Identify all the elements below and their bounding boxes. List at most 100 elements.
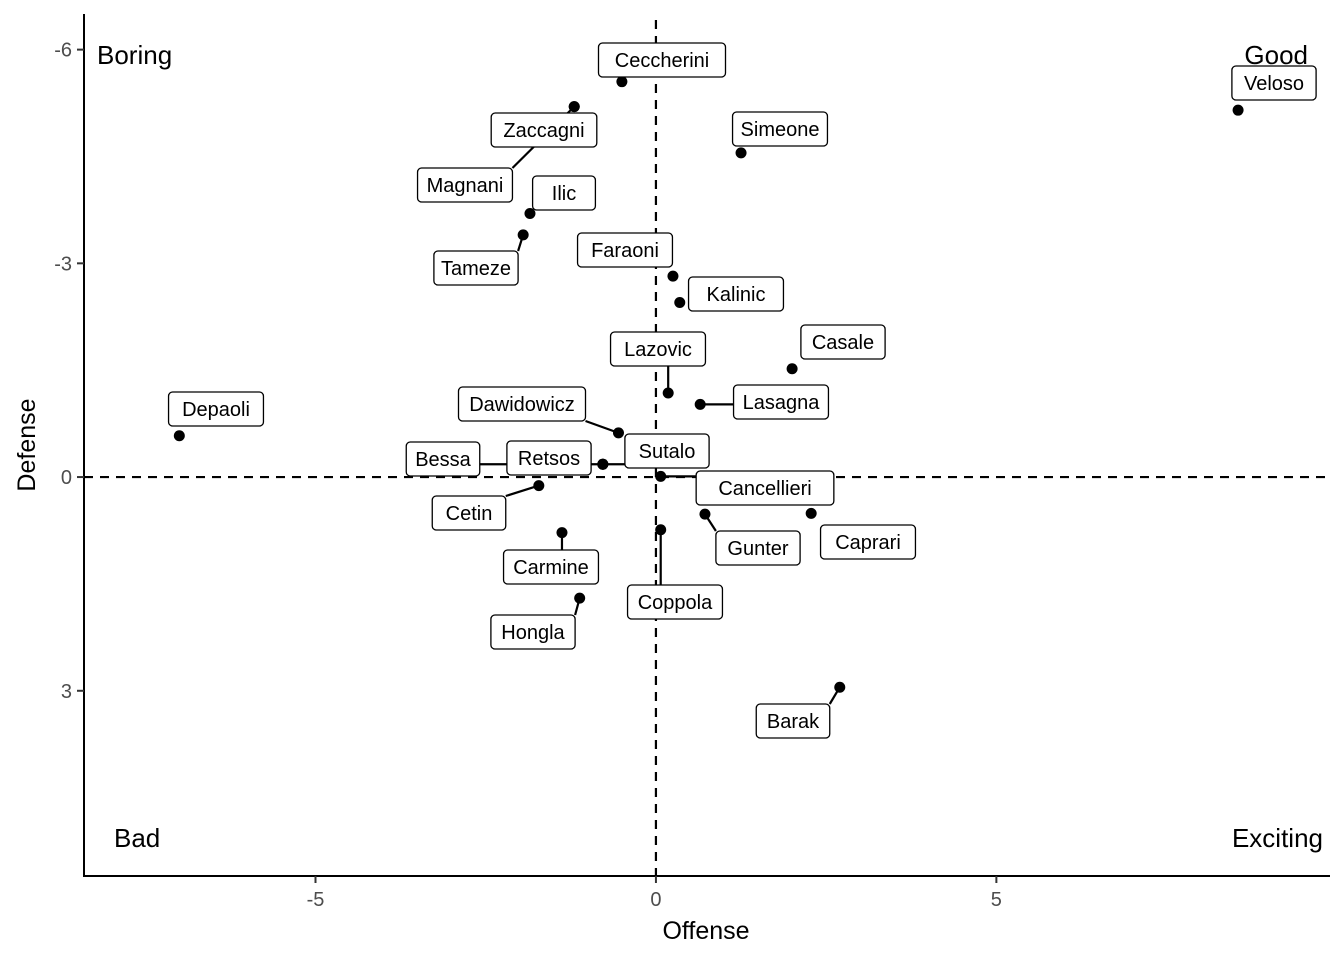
label-box xyxy=(490,112,598,148)
data-point xyxy=(662,387,674,399)
label-connector xyxy=(505,484,540,498)
x-axis-title: Offense xyxy=(662,917,749,945)
y-tick-label: 3 xyxy=(61,681,72,703)
label-text: Casale xyxy=(812,332,874,354)
point-label: Magnani xyxy=(416,167,514,203)
point-label: Cancellieri xyxy=(695,470,835,506)
label-text: Caprari xyxy=(835,532,901,554)
label-box xyxy=(731,111,829,147)
label-text: Lazovic xyxy=(624,339,692,361)
corner-label-bottom-right: Exciting xyxy=(1232,823,1323,853)
label-box xyxy=(597,42,727,78)
label-text: Tameze xyxy=(441,258,511,280)
label-text: Ceccherini xyxy=(615,50,709,72)
data-point xyxy=(694,398,706,410)
label-box xyxy=(609,331,707,367)
label-box xyxy=(1231,65,1317,101)
label-text: Sutalo xyxy=(639,441,696,463)
data-point xyxy=(524,207,536,219)
x-tick-label: 0 xyxy=(650,889,661,911)
x-tick-label: 5 xyxy=(991,889,1002,911)
label-text: Hongla xyxy=(501,622,565,644)
data-point xyxy=(597,458,609,470)
label-box xyxy=(576,232,674,268)
label-box xyxy=(431,495,507,531)
label-text: Cetin xyxy=(446,503,493,525)
data-point xyxy=(556,527,568,539)
data-point xyxy=(655,524,667,536)
point-label: Tameze xyxy=(433,250,519,286)
data-point xyxy=(667,270,679,282)
label-text: Barak xyxy=(767,711,820,733)
point-label: Casale xyxy=(800,324,886,360)
y-tick-label: -3 xyxy=(54,253,72,275)
label-text: Carmine xyxy=(513,557,589,579)
label-box xyxy=(531,175,597,211)
data-point xyxy=(616,76,628,88)
label-text: Kalinic xyxy=(707,284,766,306)
label-text: Gunter xyxy=(727,538,788,560)
label-box xyxy=(626,584,724,620)
data-point xyxy=(574,592,586,604)
label-text: Ilic xyxy=(552,183,576,205)
axes xyxy=(83,14,1330,877)
label-connector xyxy=(585,419,619,434)
label-box xyxy=(819,524,917,560)
data-point xyxy=(735,147,747,159)
label-text: Lasagna xyxy=(743,392,821,414)
point-label: Kalinic xyxy=(687,276,785,312)
label-box xyxy=(506,440,592,476)
data-point xyxy=(699,508,711,520)
corner-label-top-left: Boring xyxy=(97,40,172,70)
point-label: Depaoli xyxy=(167,391,265,427)
point-label: Caprari xyxy=(819,524,917,560)
point-label: Lasagna xyxy=(732,384,830,420)
data-point xyxy=(612,427,624,439)
data-point xyxy=(517,229,529,241)
label-text: Veloso xyxy=(1244,73,1304,95)
y-tick-label: -6 xyxy=(54,40,72,62)
label-box xyxy=(457,386,587,422)
data-point xyxy=(834,681,846,693)
point-label: Carmine xyxy=(502,549,600,585)
label-text: Coppola xyxy=(638,592,713,614)
point-label: Cetin xyxy=(431,495,507,531)
data-point xyxy=(674,297,686,309)
label-box xyxy=(715,530,801,566)
label-box xyxy=(490,614,576,650)
y-tick-label: 0 xyxy=(61,467,72,489)
point-label: Ceccherini xyxy=(597,42,727,78)
point-label: Gunter xyxy=(715,530,801,566)
data-point xyxy=(173,430,185,442)
point-label: Simeone xyxy=(731,111,829,147)
label-box xyxy=(416,167,514,203)
point-label: Veloso xyxy=(1231,65,1317,101)
label-text: Magnani xyxy=(427,175,504,197)
data-point xyxy=(655,470,667,482)
point-label: Zaccagni xyxy=(490,112,598,148)
point-label: Lazovic xyxy=(609,331,707,367)
corner-label-top-right: Good xyxy=(1244,40,1308,70)
data-point xyxy=(533,480,545,492)
label-text: Simeone xyxy=(741,119,820,141)
label-text: Depaoli xyxy=(182,399,250,421)
point-label: Bessa xyxy=(405,441,481,477)
point-label: Retsos xyxy=(506,440,592,476)
data-point xyxy=(568,101,580,113)
data-point xyxy=(786,363,798,375)
label-box xyxy=(755,703,831,739)
y-axis-title: Defense xyxy=(13,398,41,491)
label-text: Zaccagni xyxy=(503,120,584,142)
label-box xyxy=(687,276,785,312)
label-text: Dawidowicz xyxy=(469,394,575,416)
label-text: Bessa xyxy=(415,449,471,471)
point-label: Coppola xyxy=(626,584,724,620)
data-points xyxy=(173,76,1244,693)
data-point xyxy=(1232,104,1244,116)
label-box xyxy=(167,391,265,427)
point-label: Sutalo xyxy=(624,433,710,469)
point-label: Hongla xyxy=(490,614,576,650)
label-text: Cancellieri xyxy=(718,478,811,500)
